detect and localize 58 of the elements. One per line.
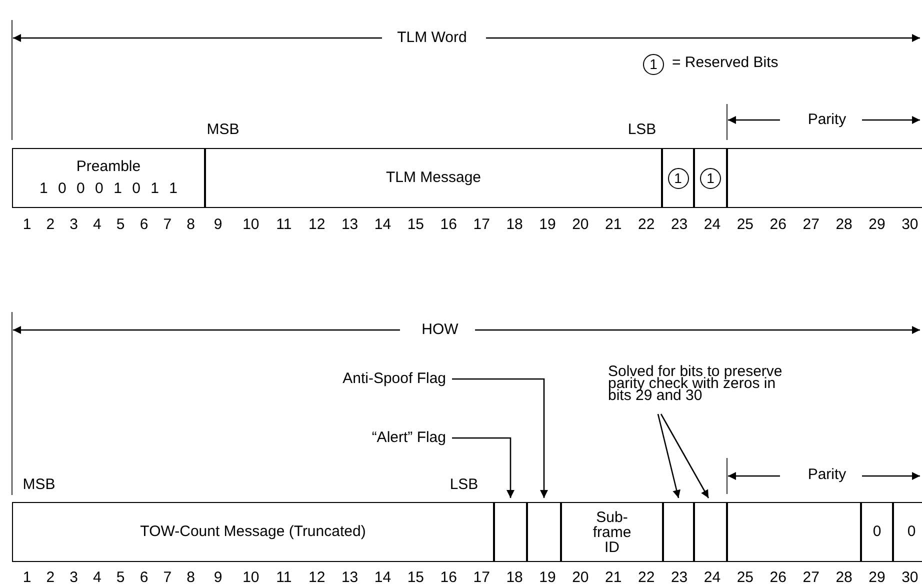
bit-number: 26 — [768, 570, 788, 584]
bit-number: 30 — [900, 570, 920, 584]
bit-field-cell — [727, 502, 861, 562]
bit-number: 8 — [184, 570, 197, 584]
bit-field-cell — [694, 148, 727, 208]
bit-field-cell — [861, 502, 893, 562]
leader-arrow — [660, 414, 710, 498]
flag-label: Anti-Spoof Flag — [328, 370, 446, 388]
leader-arrow — [452, 378, 548, 498]
bit-number: 2 — [44, 570, 57, 584]
bit-number: 6 — [138, 570, 150, 584]
reserved-bit-mark: 1 — [643, 54, 664, 75]
field-label: 0 — [907, 524, 916, 540]
leader-arrow — [657, 414, 680, 498]
bit-number: 27 — [800, 570, 822, 584]
bit-number: 12 — [306, 570, 328, 584]
bit-number: 11 — [274, 570, 294, 584]
bit-field-cell — [12, 148, 205, 208]
bit-values: 1 0 0 0 1 0 1 1 — [40, 181, 178, 197]
bit-field-cell — [494, 502, 527, 562]
bit-number: 28 — [834, 570, 854, 584]
note-text: Solved for bits to preserve parity check with zeros in bits 29 and 30 — [608, 366, 800, 412]
bit-number: 16 — [438, 570, 459, 584]
bit-number: 4 — [91, 570, 104, 584]
bit-number: 17 — [471, 570, 492, 584]
bit-field-cell — [694, 502, 727, 562]
reserved-bit-mark: 1 — [700, 168, 721, 188]
bit-number: 25 — [734, 570, 756, 584]
bit-number: 3 — [68, 570, 80, 584]
bit-number: 5 — [114, 570, 127, 584]
reserved-bit-mark: 1 — [668, 168, 688, 188]
bit-number: 22 — [636, 570, 657, 584]
leader-arrow — [452, 437, 514, 498]
bit-field-cell — [663, 502, 694, 562]
bit-number: 9 — [212, 570, 224, 584]
field-label: 0 — [872, 524, 882, 540]
legend-text: = Reserved Bits — [672, 55, 778, 71]
bit-field-cell — [727, 148, 922, 208]
bit-number: 20 — [570, 570, 591, 584]
bit-number: 21 — [603, 570, 624, 584]
bit-field-cell — [527, 502, 561, 562]
bit-number: 24 — [702, 570, 723, 584]
bit-number: 23 — [668, 570, 690, 584]
bit-number: 29 — [866, 570, 888, 584]
bit-field-cell — [205, 148, 662, 208]
bit-number: 10 — [240, 570, 262, 584]
bit-number: 18 — [504, 570, 525, 584]
bit-field-cell — [662, 148, 694, 208]
flag-label: “Alert” Flag — [360, 429, 446, 447]
field-label: TOW-Count Message (Truncated) — [140, 524, 366, 540]
bit-field-cell — [893, 502, 922, 562]
bit-field-cell — [561, 502, 663, 562]
field-label: Sub- frame ID — [592, 510, 632, 554]
bit-number: 19 — [537, 570, 558, 584]
field-label: Preamble — [76, 159, 141, 175]
bit-field-cell — [12, 502, 494, 562]
field-label: TLM Message — [386, 170, 482, 186]
bit-number: 7 — [161, 570, 174, 584]
